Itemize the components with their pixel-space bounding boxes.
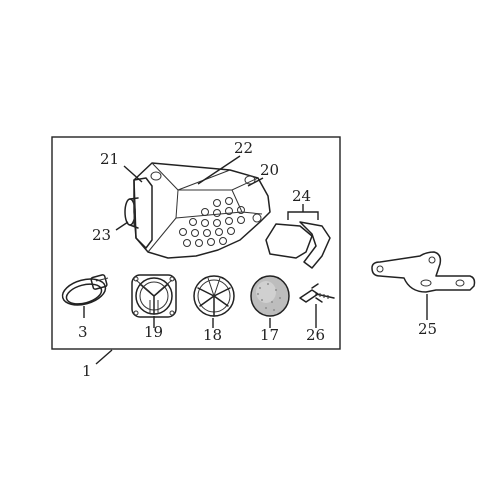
wing-bolt-part: [299, 283, 335, 303]
label-inlet-hose: 23: [92, 226, 111, 244]
clamp-part: [61, 274, 109, 306]
leader-lines: [83, 155, 428, 365]
callout-labels: 21 22 20 24 23 3 19 18 17 26 25 1: [78, 139, 437, 380]
label-grille-outer: 19: [144, 323, 163, 341]
case-cap-part: [133, 177, 153, 249]
label-assembly: 1: [82, 362, 92, 380]
label-clamp: 3: [78, 323, 88, 341]
inlet-hose-part: [124, 197, 139, 229]
label-cover: 22: [234, 139, 253, 157]
assembly-box: [51, 136, 341, 350]
bracket-part: [371, 251, 476, 293]
gasket-set-part: [265, 204, 331, 269]
label-grille-inner: 18: [203, 326, 222, 344]
filter-element-part: [250, 275, 290, 317]
label-wing-bolt: 26: [306, 326, 325, 344]
label-bracket: 25: [418, 320, 437, 338]
label-case-cap: 21: [100, 150, 119, 168]
vent-holes: [179, 197, 245, 247]
grille-outer-part: [131, 274, 177, 318]
label-case-body: 20: [260, 161, 279, 179]
air-filter-housing: [124, 162, 271, 259]
label-gasket-set: 24: [292, 187, 311, 205]
label-filter-element: 17: [260, 326, 279, 344]
grille-inner-part: [193, 275, 235, 317]
